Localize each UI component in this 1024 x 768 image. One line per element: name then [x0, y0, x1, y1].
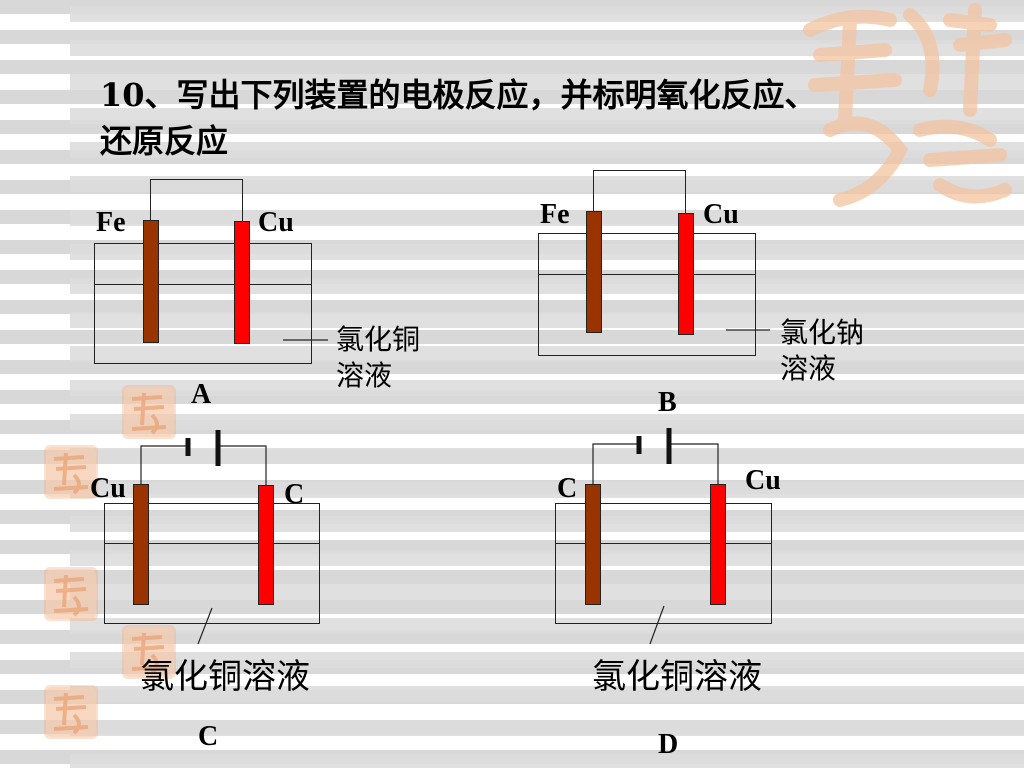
leader-line: [197, 607, 213, 645]
left-electrode-label: C: [557, 473, 578, 504]
solution-label: 氯化铜溶液: [592, 657, 762, 697]
right-electrode-label: C: [284, 479, 305, 510]
diagram-letter: C: [198, 721, 219, 752]
diagram-letter: B: [658, 387, 677, 418]
right-electrode-rod: [258, 485, 274, 605]
right-electrode-label: Cu: [258, 207, 294, 238]
solution-label-line-1: 氯化铜: [336, 323, 421, 356]
left-electrode-rod: [586, 211, 602, 333]
beaker: [555, 503, 772, 624]
seal-watermark-small: [122, 625, 176, 679]
battery-circuit: [592, 428, 719, 485]
left-electrode-label: Fe: [540, 199, 570, 230]
right-electrode-rod: [234, 221, 250, 344]
liquid-surface: [105, 543, 319, 544]
beaker: [538, 233, 756, 356]
liquid-surface: [556, 543, 771, 544]
seal-watermark-small: [122, 385, 176, 439]
seal-watermark-large: [803, 3, 1012, 207]
question-title: 10、写出下列装置的电极反应，并标明氧化反应、 还原反应: [100, 72, 980, 164]
connecting-wire: [593, 170, 686, 213]
seal-watermark-small: [44, 567, 98, 621]
beaker: [94, 243, 312, 364]
battery-circuit: [140, 430, 267, 485]
solution-label: 氯化铜溶液: [140, 657, 310, 697]
right-electrode-label: Cu: [703, 199, 739, 230]
solution-label-line-1: 氯化钠: [780, 316, 865, 349]
beaker: [104, 503, 320, 624]
solution-label: 氯化铜 溶液: [336, 322, 420, 394]
right-electrode-label: Cu: [745, 465, 781, 496]
solution-label: 氯化钠 溶液: [780, 315, 864, 387]
solution-label-line-2: 溶液: [336, 359, 393, 392]
connecting-wire: [150, 179, 243, 221]
question-line-1: 10、写出下列装置的电极反应，并标明氧化反应、: [100, 76, 817, 114]
right-electrode-rod: [678, 213, 694, 335]
left-electrode-label: Cu: [90, 473, 126, 504]
left-electrode-label: Fe: [96, 207, 126, 238]
diagram-letter: D: [658, 729, 679, 760]
liquid-surface: [539, 274, 755, 275]
solution-label-line-2: 溶液: [780, 352, 837, 385]
leader-line: [649, 605, 665, 645]
diagram-letter: A: [191, 379, 212, 410]
left-electrode-rod: [143, 220, 159, 343]
liquid-surface: [95, 284, 311, 285]
seal-watermark-small: [44, 445, 98, 499]
question-line-2: 还原反应: [100, 122, 229, 160]
seal-watermark-small: [44, 685, 98, 739]
